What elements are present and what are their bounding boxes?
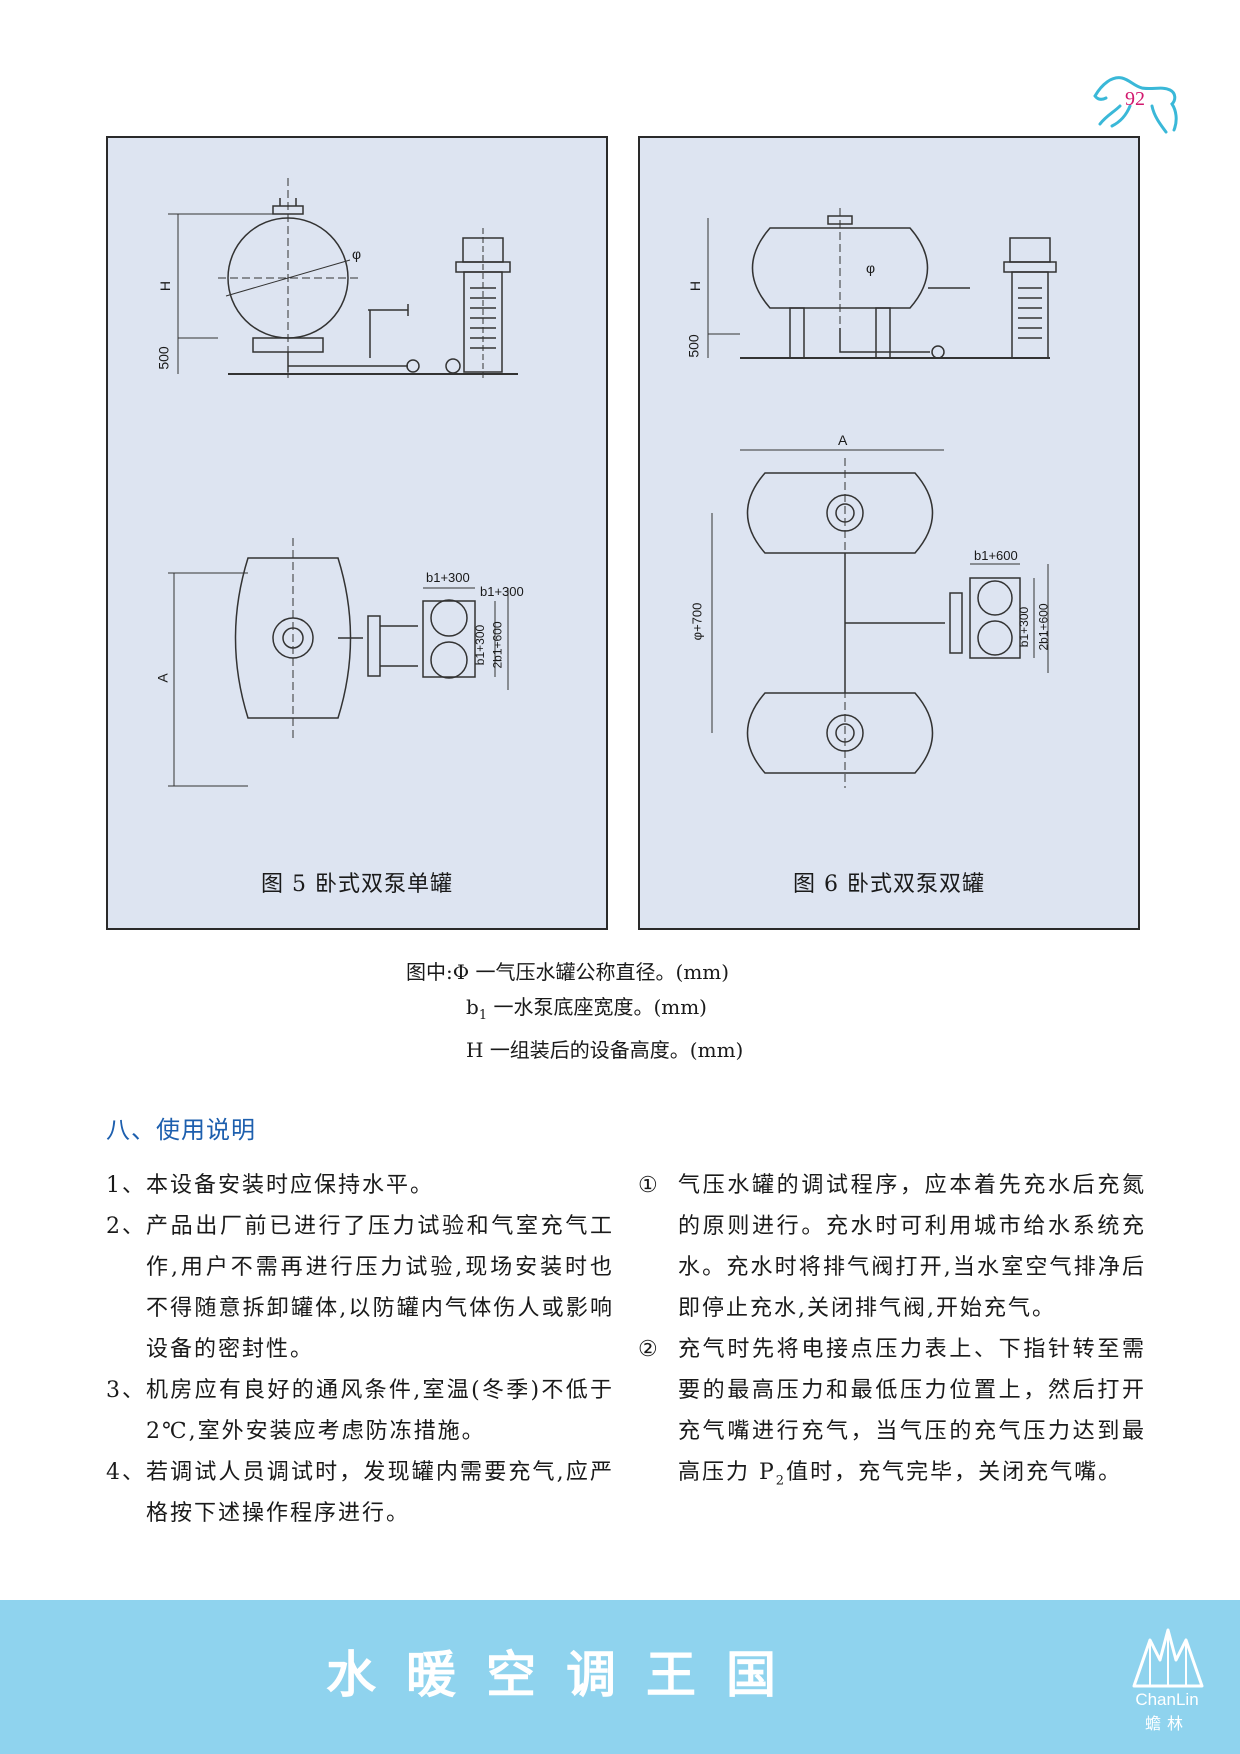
label-H: H <box>157 280 174 292</box>
figure-5-caption: 图 5 卧式双泵单罐 <box>261 872 453 897</box>
label-b1-300-top: b1+300 <box>426 570 470 585</box>
label-H: H <box>687 280 704 292</box>
legend-row-phi: 图中:Φ 一气压水罐公称直径。(mm) <box>406 960 730 984</box>
label-phi: φ <box>866 260 876 276</box>
tank-plan <box>234 557 352 719</box>
label-2b1-600-vertical: 2b1+600 <box>1036 603 1051 651</box>
label-b1-600-top: b1+600 <box>974 548 1018 563</box>
footer-band <box>0 1600 1240 1754</box>
label-phi-700: φ+700 <box>689 602 705 641</box>
tank-plan-lower <box>746 692 934 774</box>
list-item: 4、若调试人员调试时，发现罐内需要充气,应严格按下述操作程序进行。 <box>106 1460 614 1526</box>
figure-5-panel: H 500 φ A b1+300 b1+300 b1+300 2b1+600 图… <box>106 136 608 930</box>
label-500: 500 <box>685 334 702 358</box>
figure-5-drawing <box>168 178 518 787</box>
label-500: 500 <box>155 346 172 370</box>
label-A: A <box>838 432 848 448</box>
page-number: 92 <box>1125 88 1145 110</box>
label-b1-300-vertical: b1+300 <box>473 624 488 666</box>
brand-name-cn: 蟾林 <box>1144 1714 1189 1733</box>
figure-legend: 图中:Φ 一气压水罐公称直径。(mm) b1 一水泵底座宽度。(mm) H 一组… <box>406 955 743 1068</box>
label-b1-300-right: b1+300 <box>480 584 524 599</box>
brand-name-en: ChanLin <box>1135 1690 1199 1709</box>
label-phi: φ <box>352 246 362 262</box>
tank-side <box>751 227 929 309</box>
section-heading: 八、使用说明 <box>106 1116 256 1144</box>
figure-6-panel: H 500 φ A φ+700 b1+600 b1+300 2b1+600 图 … <box>638 136 1140 930</box>
list-item: 2、产品出厂前已进行了压力试验和气室充气工作,用户不需再进行压力试验,现场安装时… <box>106 1214 614 1362</box>
footer-title: 水暖空调王国 <box>326 1646 806 1704</box>
figure-6-drawing <box>707 208 1057 788</box>
pump-body <box>1011 271 1049 359</box>
tank-plan-upper <box>746 472 934 554</box>
label-A: A <box>154 673 171 683</box>
legend-row-b1: b1 一水泵底座宽度。(mm) <box>466 995 707 1023</box>
list-item: 3、机房应有良好的通风条件,室温(冬季)不低于 2℃,室外安装应考虑防冻措施。 <box>106 1378 614 1444</box>
legend-row-H: H 一组装后的设备高度。(mm) <box>466 1038 744 1062</box>
label-2b1-600-vertical: 2b1+600 <box>490 621 505 669</box>
figure-6-caption: 图 6 卧式双泵双罐 <box>793 872 985 897</box>
list-item: 1、本设备安装时应保持水平。 <box>106 1173 435 1198</box>
label-b1-300-vertical: b1+300 <box>1017 606 1032 648</box>
chanlin-mountain-logo-icon <box>1132 1628 1204 1688</box>
pump-motor <box>1009 237 1051 263</box>
horse-logo-icon <box>1093 76 1178 134</box>
instructions-left-column: 1、本设备安装时应保持水平。 2、产品出厂前已进行了压力试验和气室充气工作,用户… <box>106 1165 614 1534</box>
